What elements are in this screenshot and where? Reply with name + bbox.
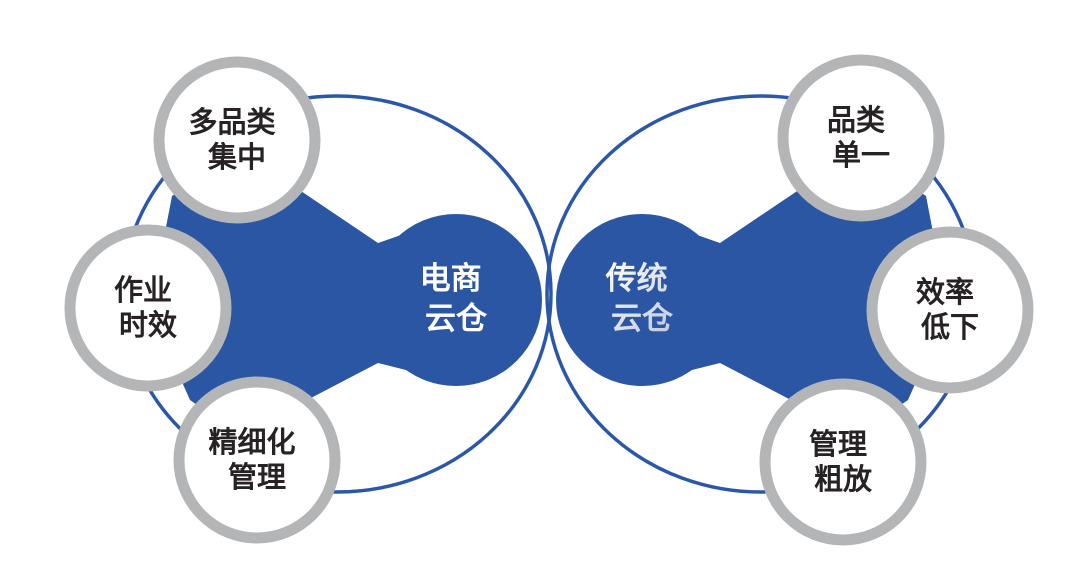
satellite-low-efficiency-label: 效率 低下 (916, 275, 984, 344)
satellite-multi-category: 多品类 集中 (153, 56, 321, 224)
satellite-single-category-label: 品类 单一 (827, 103, 895, 172)
satellite-low-efficiency: 效率 低下 (866, 226, 1034, 394)
ecommerce-hub-circle (370, 214, 542, 386)
ecommerce-warehouse-group: 电商 云仓 多品类 集中 作业 时效 精细化 (64, 56, 553, 544)
traditional-hub-label-line2: 云仓 (611, 301, 674, 337)
ecommerce-hub-label: 电商 云仓 (420, 261, 493, 337)
traditional-warehouse-group: 传统 云仓 品类 单一 效率 低下 管理 (545, 54, 1034, 546)
traditional-hub-label: 传统 云仓 (605, 261, 679, 337)
satellite-extensive-management-label: 管理 粗放 (809, 427, 877, 496)
right-connector-claw-shape (660, 150, 948, 435)
traditional-hub-circle (556, 214, 728, 386)
ecommerce-hub-label-line1: 电商 (420, 261, 482, 297)
traditional-hub-label-line1: 传统 (605, 261, 668, 297)
satellite-multi-category-circle (153, 56, 321, 224)
satellite-refined-management-label: 精细化 管理 (208, 425, 305, 494)
satellite-single-category-circle (777, 54, 945, 222)
satellite-operation-timeliness-circle (64, 224, 232, 392)
satellite-operation-timeliness-label: 作业 时效 (114, 273, 182, 342)
satellite-extensive-management-circle (759, 378, 927, 546)
satellite-multi-category-label: 多品类 集中 (188, 105, 285, 174)
satellite-refined-management: 精细化 管理 (173, 376, 341, 544)
satellite-extensive-management: 管理 粗放 (759, 378, 927, 546)
satellite-low-efficiency-circle (866, 226, 1034, 394)
satellite-refined-management-circle (173, 376, 341, 544)
satellite-single-category: 品类 单一 (777, 54, 945, 222)
satellite-operation-timeliness: 作业 时效 (64, 224, 232, 392)
ecommerce-hub-label-line2: 云仓 (425, 301, 488, 337)
